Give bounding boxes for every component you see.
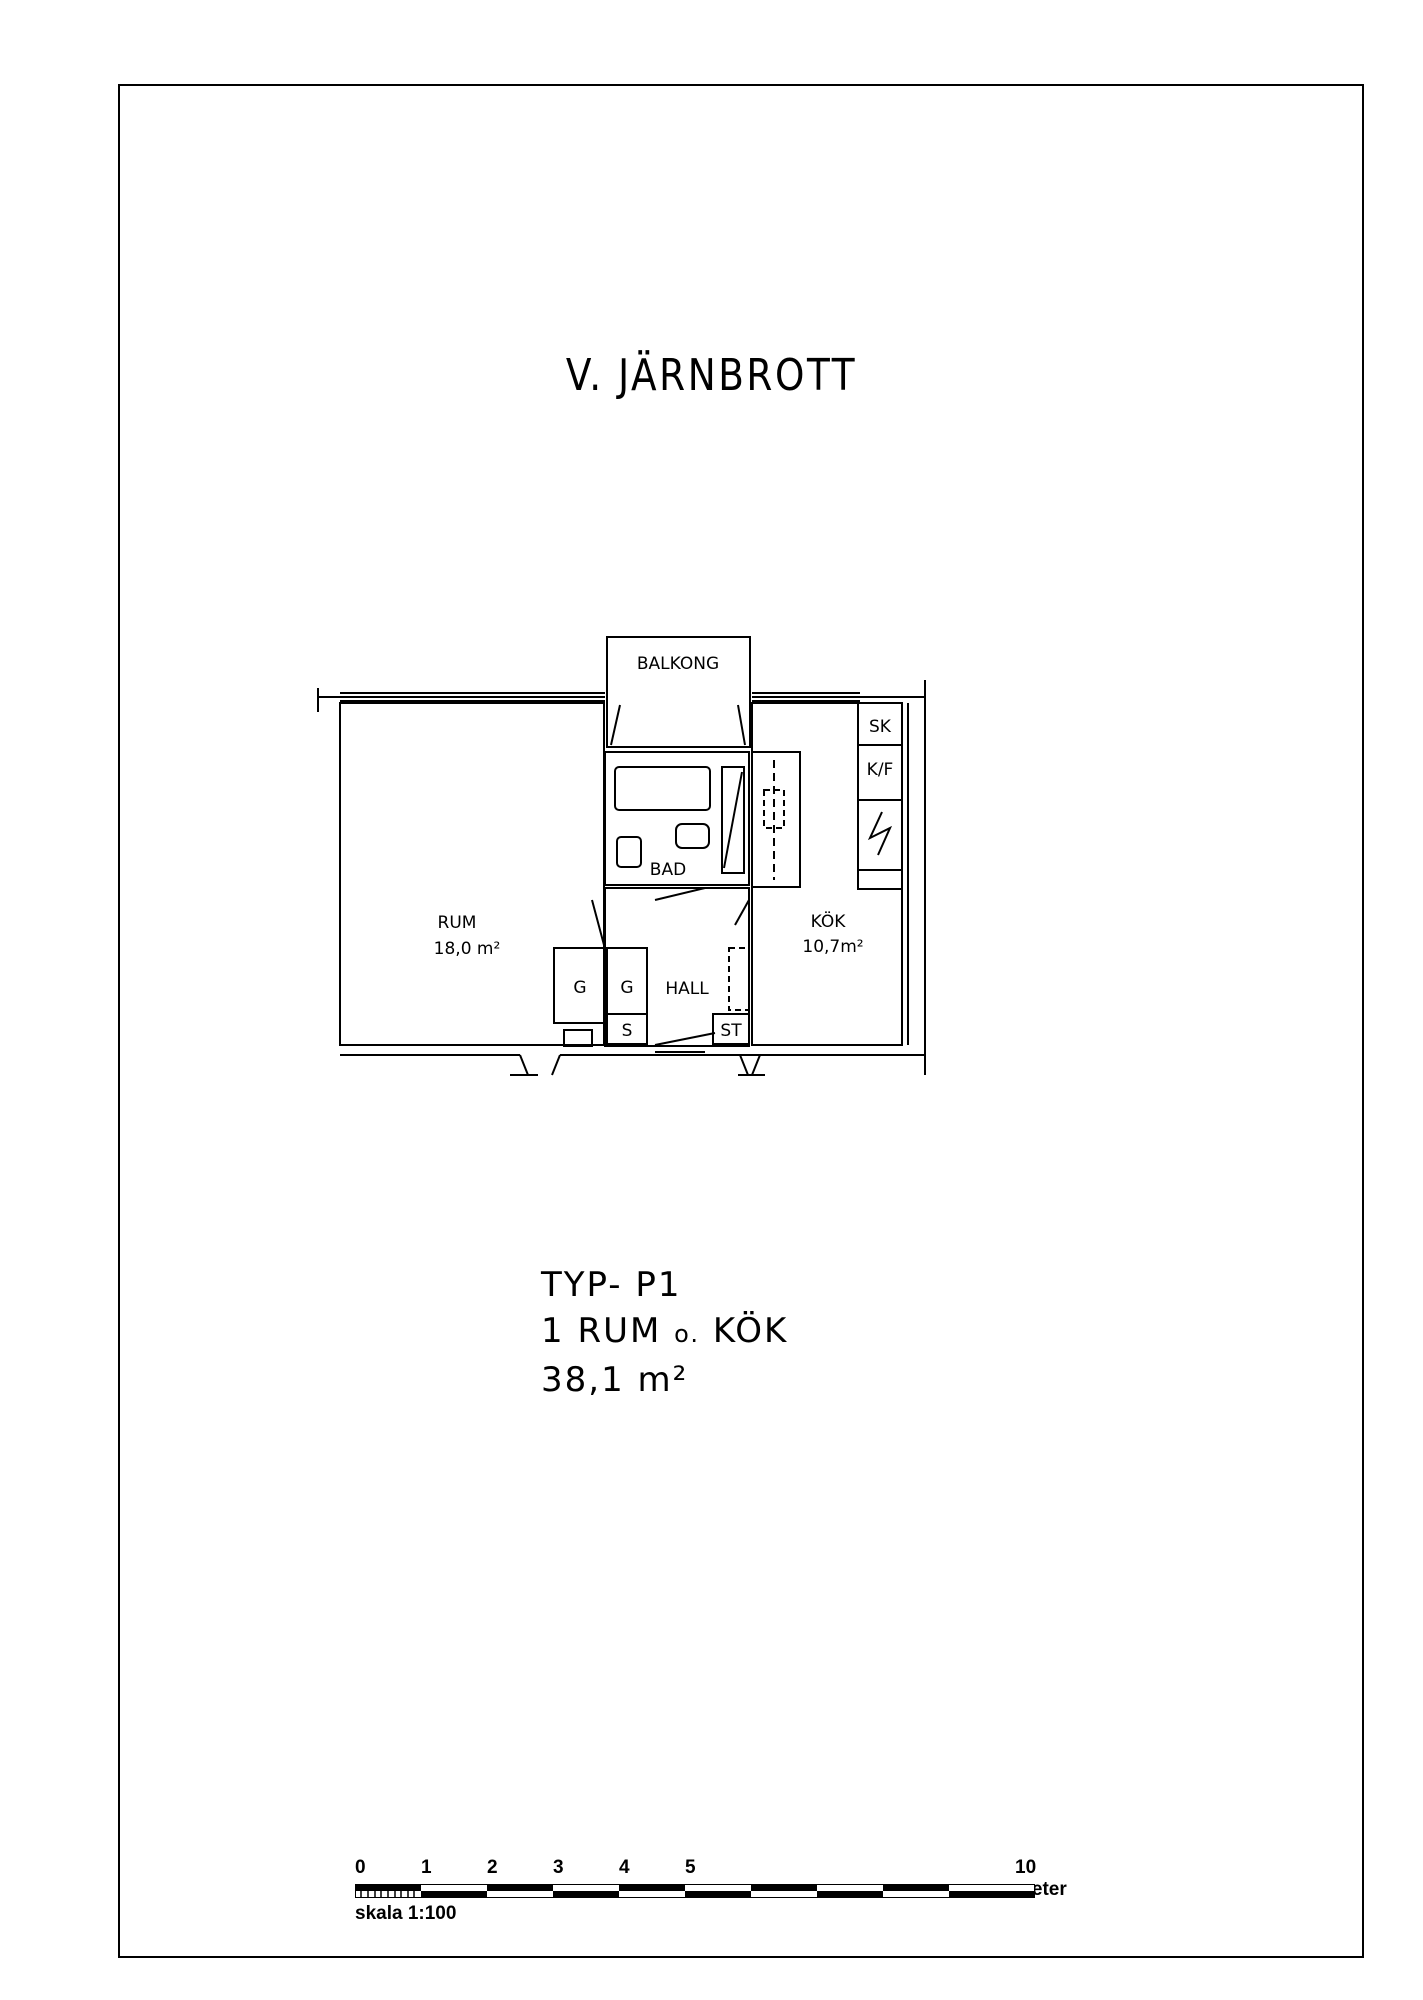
label-s: S (622, 1021, 633, 1041)
label-st: ST (720, 1021, 742, 1041)
scale-label: skala 1:100 (355, 1903, 457, 1924)
hall-door (734, 899, 750, 926)
room-kok-outline (751, 702, 903, 1046)
closet-g1 (553, 947, 606, 1024)
stair-left (510, 1054, 561, 1076)
outer-wall-ends (317, 680, 926, 1075)
sink (675, 823, 710, 849)
vent-symbol (867, 811, 893, 856)
label-bad: BAD (650, 860, 686, 880)
apartment-area: 38,1 m² (541, 1360, 689, 1400)
label-balkong: BALKONG (637, 654, 719, 674)
bad-cabinet (721, 766, 745, 874)
scale-tick-2: 2 (487, 1857, 498, 1878)
scale-tick-5: 5 (685, 1857, 696, 1878)
toilet (616, 836, 642, 868)
entrance-door (654, 1032, 716, 1046)
label-hall: HALL (665, 979, 709, 999)
scale-tick-0: 0 (355, 1857, 366, 1878)
label-g2: G (620, 978, 633, 998)
rum-door (591, 899, 605, 946)
label-kok-name: KÖK (811, 910, 847, 932)
label-kf: K/F (867, 760, 894, 780)
apartment-info: TYP- P1 1 RUM o. KÖK 38,1 m² (541, 1262, 788, 1403)
balcony-outline (606, 636, 751, 748)
apartment-type: TYP- P1 (541, 1265, 682, 1305)
room-bad-outline (604, 751, 750, 886)
apartment-rooms: 1 RUM o. KÖK (541, 1311, 789, 1351)
stair-right (738, 1054, 765, 1076)
window-rum (340, 692, 605, 702)
kok-counter (751, 751, 801, 888)
label-kok-area: 10,7m² (802, 937, 863, 957)
scale-bar: 0 1 2 3 4 5 10 meter skala 1:100 (355, 1857, 1067, 1927)
radiator (563, 1029, 593, 1047)
balcony-doors (610, 704, 746, 746)
label-g1: G (573, 978, 586, 998)
scale-tick-1: 1 (421, 1857, 432, 1878)
sheet-frame (118, 84, 1364, 1958)
kok-cabinets (857, 702, 903, 890)
room-rum-outline (339, 702, 605, 1046)
closet-st (712, 1013, 750, 1045)
bathtub (614, 766, 711, 811)
scale-tick-4: 4 (619, 1857, 630, 1878)
bad-door (654, 887, 706, 901)
closet-s (606, 1013, 648, 1045)
scale-bar-graphic (355, 1884, 1035, 1898)
window-kok (752, 692, 860, 702)
scale-tick-3: 3 (553, 1857, 564, 1878)
label-rum-area: 18,0 m² (434, 939, 501, 959)
label-rum-name: RUM (438, 913, 477, 933)
label-sk: SK (869, 717, 892, 737)
drawing-title: V. JÄRNBROTT (565, 350, 858, 401)
